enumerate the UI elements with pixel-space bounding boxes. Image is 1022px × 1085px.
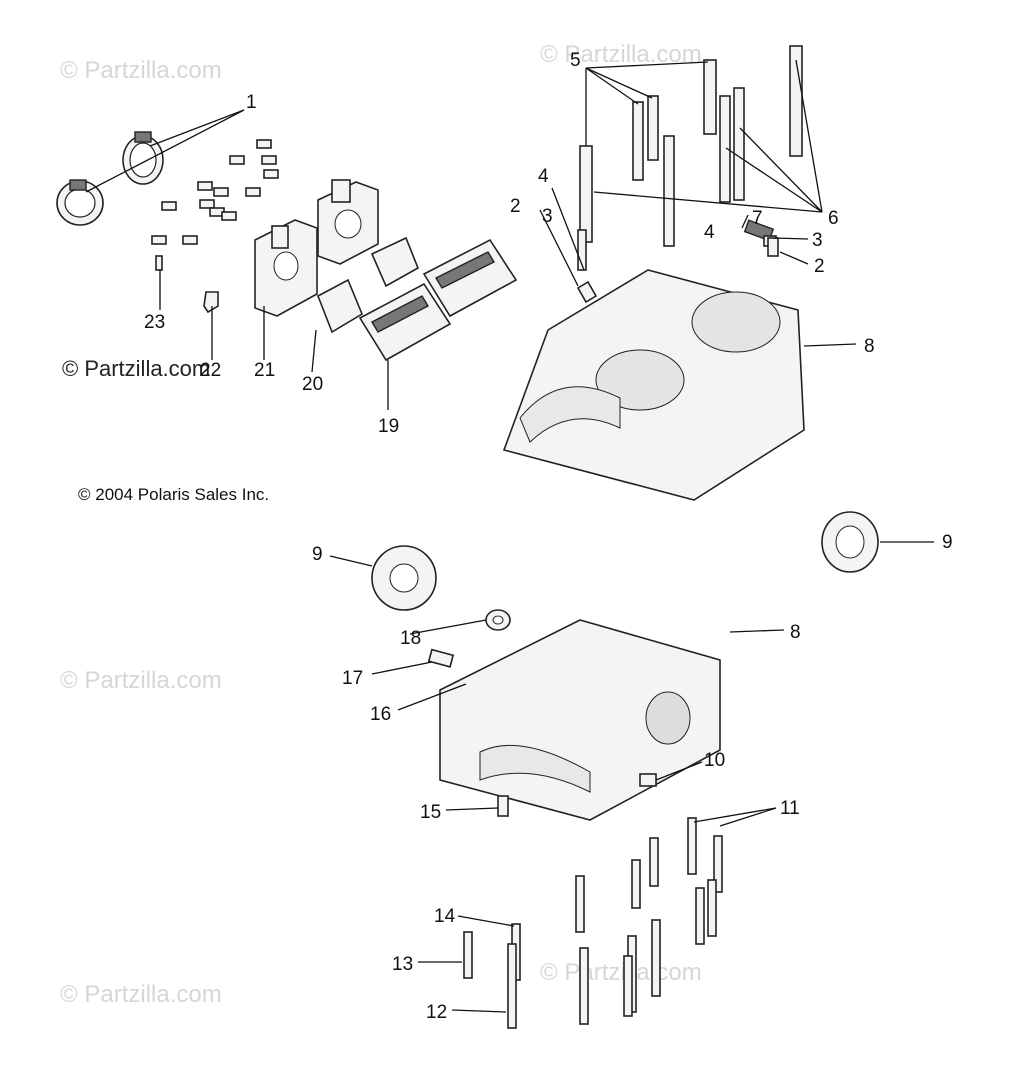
callout-18: 18 [400,628,421,649]
callout-17: 17 [342,668,363,689]
lower-crankcase [439,619,721,821]
intake-housing [254,179,379,317]
copyright-text: © 2004 Polaris Sales Inc. [78,485,269,504]
leader-lines [85,59,934,1013]
stud-set [579,45,803,247]
watermark: © Partzilla.com [60,57,222,84]
bushing [485,609,511,631]
hose-clamp-lower [56,179,104,226]
callout-22: 22 [200,360,221,381]
callout-4b: 4 [704,222,715,243]
callout-2b: 2 [814,256,825,277]
bracket-part [203,291,219,314]
watermark: © Partzilla.com [60,667,222,694]
screw-group [151,139,279,271]
reed-stuffer [316,236,420,334]
callout-3b: 3 [812,230,823,251]
callout-8: 8 [864,336,875,357]
callout-20: 20 [302,374,323,395]
callout-5: 5 [570,50,581,71]
callout-15: 15 [420,802,441,823]
bolt-set [463,795,723,1029]
callout-9b: 9 [942,532,953,553]
callout-11: 11 [780,798,800,819]
callout-14: 14 [434,906,456,927]
watermark: © Partzilla.com [540,959,702,986]
callout-4: 4 [538,166,549,187]
drain-plug [639,773,657,787]
callout-8b: 8 [790,622,801,643]
callout-2: 2 [510,196,521,217]
callout-19: 19 [378,416,399,437]
callout-labels: 1 2 3 4 5 6 7 3 4 2 8 23 22 21 20 19 9 9… [144,50,953,1023]
callout-6: 6 [828,208,839,229]
callout-13: 13 [392,954,413,975]
callout-9: 9 [312,544,323,565]
callout-16: 16 [370,704,391,725]
callout-1: 1 [246,92,257,113]
reed-cage [358,238,518,362]
crank-seal-right [821,511,879,573]
callout-23: 23 [144,312,165,333]
callout-21: 21 [254,360,275,381]
crank-seal-left [371,545,437,611]
callout-10: 10 [704,750,725,771]
hose-clamp-upper [122,131,164,185]
watermark-dark: © Partzilla.com [62,356,210,381]
callout-12: 12 [426,1002,447,1023]
watermark: © Partzilla.com [60,981,222,1008]
upper-crankcase [502,269,805,501]
fitting-set [576,219,779,304]
elbow-fitting [427,648,455,668]
callout-7: 7 [752,208,763,229]
callout-3: 3 [542,206,553,227]
